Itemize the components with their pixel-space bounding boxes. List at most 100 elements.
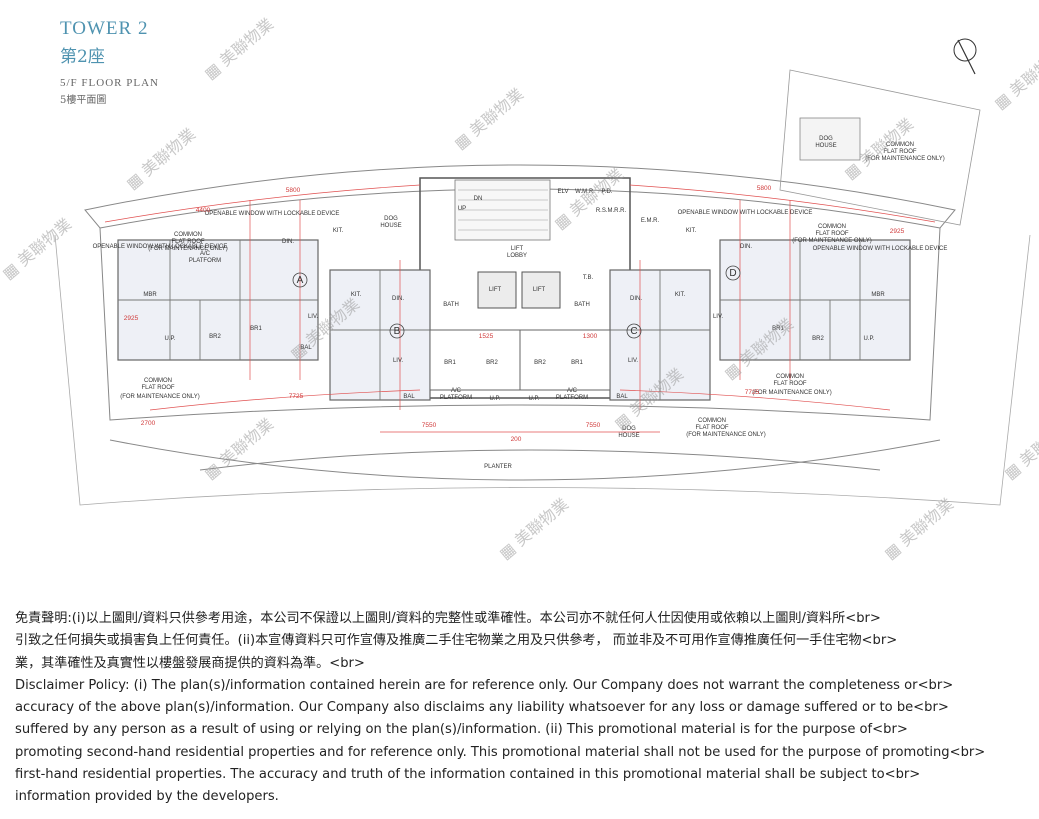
dimension-label: 5800 (286, 187, 301, 194)
room-label-maintenance: (FOR MAINTENANCE ONLY) (148, 246, 228, 252)
room-label-mbr: MBR (871, 292, 885, 298)
lift-right (521, 271, 561, 309)
watermark-text: ▦ 美聯物業 (990, 44, 1039, 113)
title-block: TOWER 2 第2座 5/F FLOOR PLAN 5樓平面圖 (60, 18, 159, 106)
room-label-planter: PLANTER (484, 464, 512, 470)
disclaimer-zh-line: 免責聲明:(i)以上圖則/資料只供參考用途，本公司不保證以上圖則/資料的完整性或… (15, 611, 881, 626)
room-label-common-flat-roof: FLAT ROOF (773, 381, 806, 387)
room-label-up-stair: UP (458, 206, 466, 212)
floor-title-zh: 5樓平面圖 (60, 95, 107, 106)
room-label-din: DIN. (282, 239, 294, 245)
disclaimer-en-line: promoting second-hand residential proper… (15, 744, 986, 760)
room-label-dn: DN (474, 196, 483, 202)
room-label-bath: BATH (443, 302, 459, 308)
room-label-dog-house: HOUSE (618, 433, 639, 439)
planter-outline-2 (109, 439, 941, 481)
watermark-text: ▦ 美聯物業 (0, 214, 75, 283)
room-label-elv: ELV (558, 189, 569, 195)
room-label-kit: KIT. (686, 228, 697, 234)
dimension-label: 7550 (586, 422, 601, 429)
dimension-label: 2700 (141, 420, 156, 427)
disclaimer-en-line: suffered by any person as a result of us… (15, 722, 908, 738)
room-label-common-flat-roof: COMMON (698, 418, 726, 424)
unit-label: A (297, 275, 304, 286)
dimension-label: 1300 (583, 333, 598, 340)
room-label-window: OPENABLE WINDOW WITH LOCKABLE DEVICE (813, 246, 948, 252)
disclaimer-zh-line: 業，其準確性及真實性以樓盤發展商提供的資料為準。<br> (15, 655, 365, 671)
room-label-common-flat-roof: COMMON (776, 374, 804, 380)
watermark-text: ▦ 美聯物業 (450, 84, 527, 153)
room-label-common-flat-roof: COMMON (818, 224, 846, 230)
room-label-emr: E.M.R. (641, 218, 660, 224)
room-label-window: OPENABLE WINDOW WITH LOCKABLE DEVICE (93, 244, 228, 250)
disclaimer-zh-line: 引致之任何損失或損害負上任何責任。(ii)本宣傳資料只可作宣傳及推廣二手住宅物業… (15, 633, 898, 649)
room-label-ac-platform: PLATFORM (556, 395, 588, 401)
unit-marker (725, 265, 741, 281)
watermark-text: ▦ 美聯物業 (200, 414, 277, 483)
room-label-lift-lobby: LIFT (511, 246, 524, 252)
room-label-window: OPENABLE WINDOW WITH LOCKABLE DEVICE (205, 211, 340, 217)
mid-rooms-left (429, 329, 521, 391)
dimension-label: 2925 (124, 315, 139, 322)
floor-title: 5/F FLOOR PLAN (60, 77, 159, 89)
disclaimer-en-line: accuracy of the above plan(s)/informatio… (15, 700, 949, 716)
unit-label: D (729, 268, 736, 279)
room-label-up: U.P. (490, 396, 501, 402)
disclaimer: 免責聲明:(i)以上圖則/資料只供參考用途，本公司不保證以上圖則/資料的完整性或… (15, 608, 1039, 809)
dim-line-top-right (629, 184, 936, 223)
watermark-text: ▦ 美聯物業 (122, 124, 199, 193)
dim-line-bottom-right (619, 389, 891, 411)
unit-marker (389, 323, 405, 339)
room-label-wmr: W.M.R. (575, 189, 595, 195)
room-label-liv: LIV. (393, 358, 403, 364)
room-label-ac-platform: A/C (451, 388, 462, 394)
room-label-maintenance: (FOR MAINTENANCE ONLY) (865, 156, 945, 162)
room-label-bal: BAL (403, 394, 415, 400)
room-label-lift: LIFT (489, 287, 502, 293)
room-label-bath: BATH (574, 302, 590, 308)
tower-title-zh: 第2座 (60, 47, 105, 67)
room-label-ac-platform: PLATFORM (189, 258, 221, 264)
room-label-br2: BR2 (534, 360, 546, 366)
room-label-common-flat-roof: COMMON (174, 232, 202, 238)
room-label-br1: BR1 (250, 326, 262, 332)
room-label-common-flat-roof: FLAT ROOF (171, 239, 204, 245)
room-label-din: DIN. (392, 296, 404, 302)
room-label-liv: LIV. (308, 314, 318, 320)
room-label-br1: BR1 (571, 360, 583, 366)
room-label-liv: LIV. (628, 358, 638, 364)
room-label-ac-platform: PLATFORM (440, 395, 472, 401)
room-label-br1: BR1 (444, 360, 456, 366)
planter-outline (199, 449, 881, 471)
room-label-mbr: MBR (143, 292, 157, 298)
room-label-din: DIN. (740, 244, 752, 250)
room-label-maintenance: (FOR MAINTENANCE ONLY) (792, 238, 872, 244)
dim-line-top-left (104, 184, 421, 223)
dimension-label: 5800 (757, 185, 772, 192)
dog-house-box-right (799, 117, 861, 161)
room-label-common-flat-roof: FLAT ROOF (141, 385, 174, 391)
dimension-label: 200 (511, 436, 522, 443)
dimension-label: 4400 (196, 207, 211, 214)
room-label-liv: LIV. (713, 314, 723, 320)
room-label-ac-platform: A/C (567, 388, 578, 394)
room-label-window: OPENABLE WINDOW WITH LOCKABLE DEVICE (678, 210, 813, 216)
room-label-common-flat-roof: FLAT ROOF (695, 425, 728, 431)
room-label-dog-house: DOG (384, 216, 398, 222)
room-label-up: U.P. (864, 336, 875, 342)
room-label-br2: BR2 (812, 336, 824, 342)
room-label-common-flat-roof: FLAT ROOF (883, 149, 916, 155)
unit-marker (626, 323, 642, 339)
slab-outline (84, 164, 956, 229)
room-label-up: U.P. (165, 336, 176, 342)
north-arrow-icon (953, 38, 977, 75)
disclaimer-en-line: Disclaimer Policy: (i) The plan(s)/infor… (15, 677, 954, 693)
room-label-br1: BR1 (772, 326, 784, 332)
room-label-br2: BR2 (209, 334, 221, 340)
watermark-text: ▦ 美聯物業 (880, 494, 957, 563)
dimension-label: 7550 (422, 422, 437, 429)
dim-line-bottom-left (149, 389, 421, 411)
room-label-kit: KIT. (333, 228, 344, 234)
